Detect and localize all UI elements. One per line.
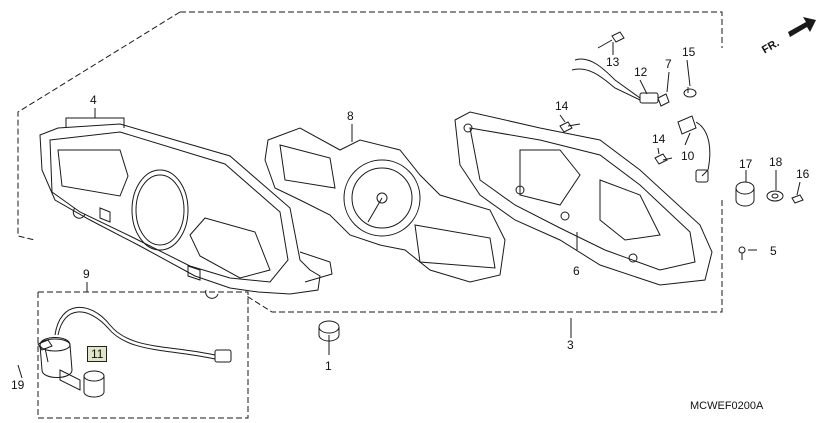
callout-19: 19 (11, 378, 25, 392)
meter-cover-part (39, 123, 333, 299)
callout-9: 10 (681, 149, 695, 163)
assembly-outline (17, 11, 723, 419)
front-direction-arrow (788, 17, 816, 37)
callout-6: 8 (347, 109, 354, 123)
callout-1: 1 (325, 359, 332, 373)
callout-17: 16 (796, 167, 810, 181)
meter-assembly-part (264, 127, 506, 283)
screw-19-part (37, 339, 53, 363)
reference-code: MCWEF0200A (690, 400, 764, 412)
grommet-part (318, 320, 340, 355)
callout-14-lower: 14 (652, 132, 666, 146)
callout-11: 11 (87, 346, 108, 362)
callout-14-upper: 14 (555, 99, 569, 113)
harness-part (39, 307, 232, 398)
callout-12: 17 (739, 157, 753, 171)
leader-lines (17, 42, 801, 379)
right-small-parts (735, 181, 804, 260)
callout-18: 18 (769, 155, 783, 169)
callout-3: 3 (567, 338, 574, 352)
meter-case-part (454, 111, 713, 286)
small-parts (559, 31, 711, 183)
callout-4: 4 (90, 93, 97, 107)
callout-10: 12 (634, 65, 648, 79)
callout-5: 6 (573, 264, 580, 278)
callout-13: 13 (606, 55, 620, 69)
callout-16: 5 (770, 244, 777, 258)
callout-8: 9 (83, 267, 90, 281)
callout-15: 15 (682, 45, 696, 59)
callout-7: 7 (665, 57, 672, 71)
